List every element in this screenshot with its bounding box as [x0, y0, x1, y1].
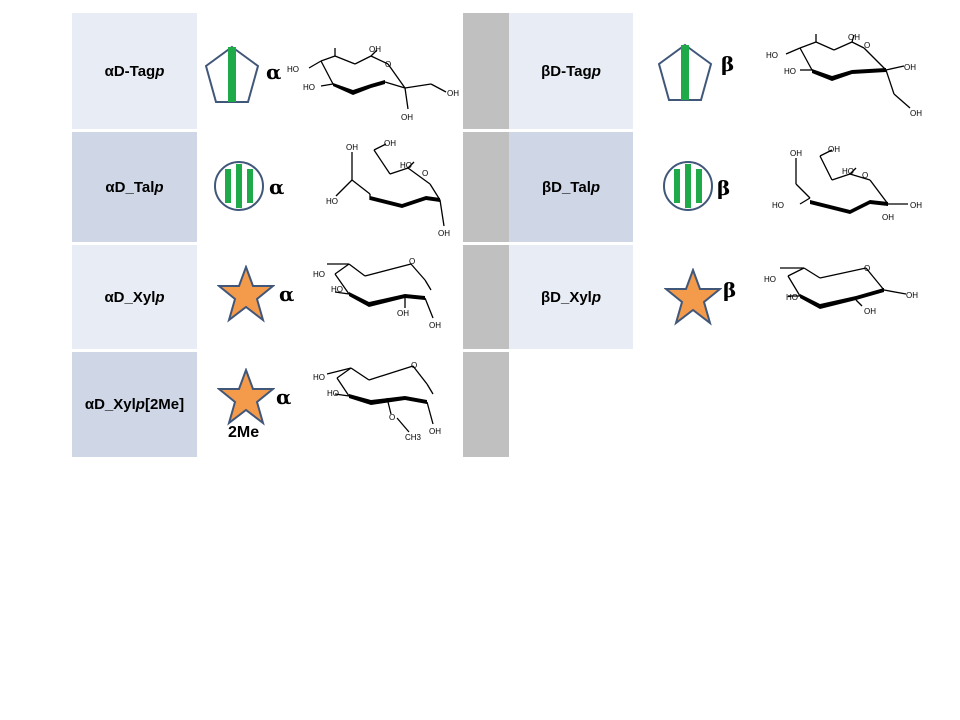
atom-label: HO: [303, 83, 315, 92]
atom-label: OH: [910, 109, 922, 118]
atom-label: HO: [764, 275, 776, 284]
atom-label: OH: [906, 291, 918, 300]
pentagon-bar-icon: [204, 45, 260, 103]
sugar-name: βD-Tagp: [541, 62, 601, 80]
atom-label: CH3: [405, 433, 422, 442]
separator-bar: [463, 245, 509, 349]
atom-label: HO: [772, 201, 784, 210]
atom-label: OH: [438, 229, 450, 238]
anomer-label: α: [269, 175, 285, 199]
atom-label: HO: [313, 373, 325, 382]
atom-label: OH: [401, 113, 413, 122]
beta-talopyranose-structure: OH OH HO O HO OH OH: [772, 146, 922, 220]
name-cell-alpha-xylp-2me: αD_Xylp[2Me]: [72, 352, 197, 457]
orange-star-icon: [664, 268, 722, 326]
atom-label: OH: [384, 140, 396, 148]
sugar-name: αD-Tagp: [104, 62, 165, 80]
name-cell-alpha-talp: αD_Talp: [72, 132, 197, 242]
pentagon-bar-icon: [657, 43, 713, 101]
name-cell-beta-tagp: βD-Tagp: [509, 13, 633, 129]
atom-label: HO: [400, 161, 412, 170]
atom-label: OH: [910, 201, 922, 210]
beta-xylopyranose-structure: HO HO O OH OH: [764, 264, 918, 316]
anomer-label: β: [723, 278, 737, 302]
substituent-label: 2Me: [228, 424, 260, 441]
sugar-name: βD_Xylp: [540, 288, 602, 306]
separator-bar: [463, 13, 509, 129]
orange-star-icon: [217, 265, 275, 323]
name-cell-alpha-xylp: αD_Xylp: [72, 245, 197, 349]
anomer-label: α: [279, 282, 295, 306]
atom-label: O: [411, 361, 417, 370]
atom-label: HO: [842, 167, 854, 176]
atom-label: HO: [327, 389, 339, 398]
atom-label: O: [862, 171, 868, 180]
anomer-label: β: [717, 176, 731, 200]
atom-label: O: [385, 60, 391, 69]
atom-label: HO: [313, 270, 325, 279]
atom-label: OH: [864, 307, 876, 316]
beta-tagatopyranose-structure: HO HO OH O OH OH: [766, 33, 922, 118]
atom-label: HO: [331, 285, 343, 294]
alpha-xylopyranose-structure: HO HO O OH OH: [313, 257, 441, 330]
atom-label: OH: [397, 309, 409, 318]
atom-label: O: [389, 413, 395, 422]
separator-bar: [463, 132, 509, 242]
atom-label: OH: [346, 143, 358, 152]
name-cell-beta-talp: βD_Talp: [509, 132, 633, 242]
atom-label: OH: [790, 149, 802, 158]
orange-star-icon: [217, 368, 275, 426]
anomer-label: α: [266, 60, 282, 84]
atom-label: O: [864, 264, 870, 273]
atom-label: HO: [326, 197, 338, 206]
atom-label: OH: [828, 146, 840, 154]
alpha-2-O-methyl-xylopyranose-structure: HO HO O O CH3 OH: [313, 361, 441, 442]
atom-label: OH: [882, 213, 894, 220]
sugar-name: αD_Talp: [105, 178, 164, 196]
separator-bar: [463, 352, 509, 457]
atom-label: O: [422, 169, 428, 178]
anomer-label: α: [276, 385, 292, 409]
name-cell-alpha-tagp: αD-Tagp: [72, 13, 197, 129]
atom-label: HO: [784, 67, 796, 76]
alpha-talopyranose-structure: OH OH HO O HO OH: [326, 140, 450, 238]
striped-circle-icon: [214, 161, 264, 211]
atom-label: OH: [429, 427, 441, 436]
striped-circle-icon: [663, 161, 713, 211]
atom-label: HO: [786, 293, 798, 302]
atom-label: OH: [848, 33, 860, 42]
sugar-name: αD_Xylp[2Me]: [84, 396, 185, 413]
atom-label: HO: [766, 51, 778, 60]
sugar-name: βD_Talp: [541, 178, 601, 196]
atom-label: OH: [429, 321, 441, 330]
atom-label: OH: [447, 89, 459, 98]
sugar-name: αD_Xylp: [104, 288, 165, 306]
atom-label: HO: [287, 65, 299, 74]
atom-label: O: [409, 257, 415, 266]
alpha-tagatopyranose-structure: HO HO OH O OH OH: [287, 45, 459, 122]
name-cell-beta-xylp: βD_Xylp: [509, 245, 633, 349]
anomer-label: β: [721, 52, 735, 76]
atom-label: OH: [369, 45, 381, 54]
atom-label: O: [864, 41, 870, 50]
atom-label: OH: [904, 63, 916, 72]
